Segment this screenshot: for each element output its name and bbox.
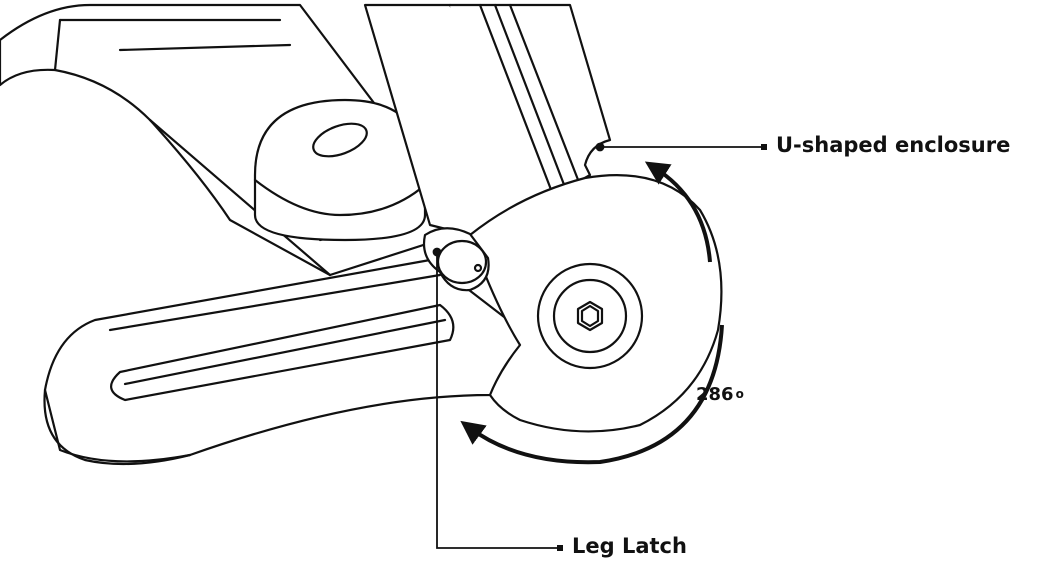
u-shaped-enclosure-label: U-shaped enclosure xyxy=(776,133,1011,157)
rotation-angle-value: 286 xyxy=(696,384,734,405)
rotation-arrow-lower xyxy=(460,324,724,465)
pivot-boss xyxy=(253,98,427,242)
rotation-arrows xyxy=(460,161,724,465)
rotation-arrow-upper xyxy=(644,161,712,263)
latch-leader-end xyxy=(557,545,563,551)
latch-leader-dot xyxy=(432,247,442,257)
enclosure-leader-dot xyxy=(595,142,605,152)
callout-leaders xyxy=(432,142,767,551)
enclosure-leader-end xyxy=(761,144,767,150)
rotation-angle-unit: o xyxy=(735,387,744,401)
leg-latch-knob xyxy=(422,227,490,292)
leg-latch-label: Leg Latch xyxy=(572,534,687,558)
u-shaped-bracket xyxy=(363,3,612,237)
leg-arm xyxy=(43,258,562,466)
latch-leader-line xyxy=(436,252,558,549)
pivot-plate xyxy=(468,174,723,433)
